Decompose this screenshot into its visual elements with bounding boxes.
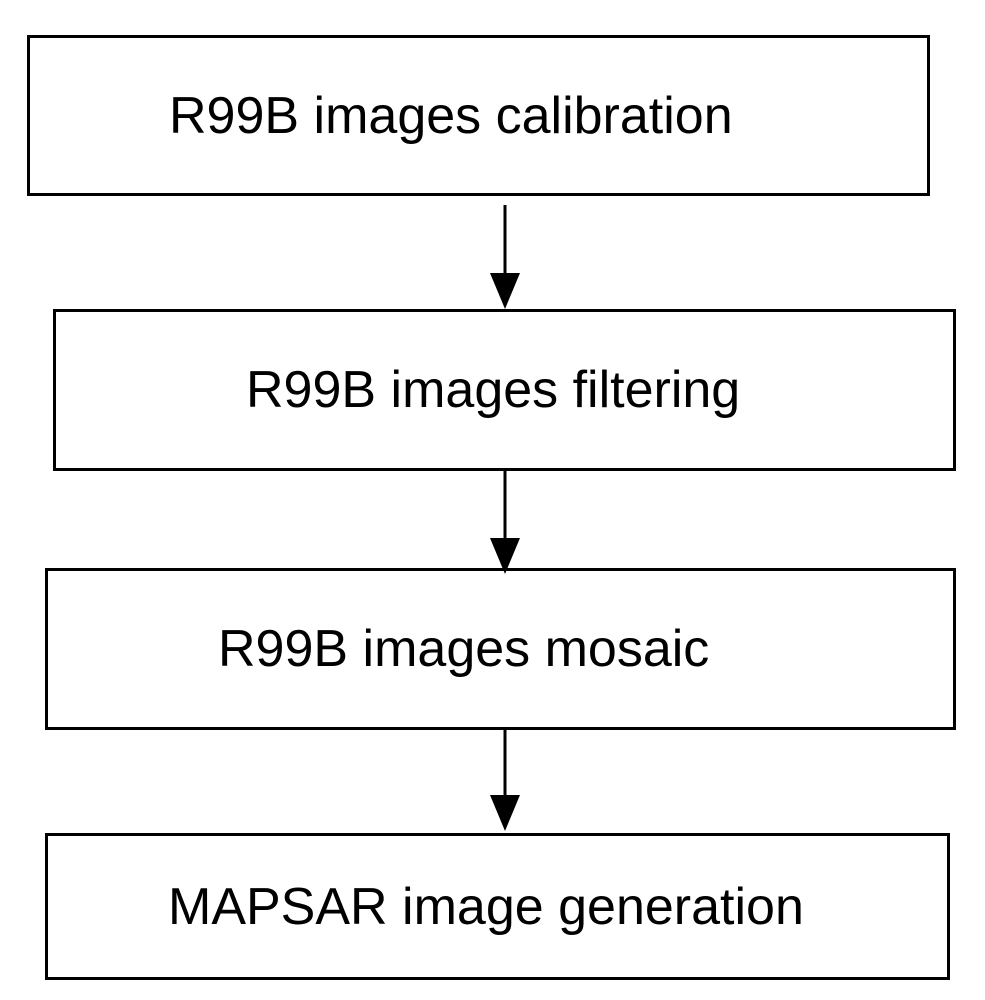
- flow-step-mapsar-generation: MAPSAR image generation: [45, 833, 950, 980]
- flow-step-filtering: R99B images filtering: [53, 309, 956, 471]
- arrow-step1-to-step2: [490, 205, 520, 309]
- flow-step-mosaic: R99B images mosaic: [45, 568, 956, 730]
- flow-step-label: R99B images mosaic: [218, 620, 710, 678]
- flow-step-label: R99B images calibration: [169, 86, 733, 145]
- flow-step-label: MAPSAR image generation: [168, 877, 804, 936]
- flow-step-label: R99B images filtering: [246, 361, 741, 419]
- arrow-step2-to-step3: [490, 471, 520, 574]
- flow-step-calibration: R99B images calibration: [27, 35, 930, 196]
- arrow-step3-to-step4: [490, 730, 520, 831]
